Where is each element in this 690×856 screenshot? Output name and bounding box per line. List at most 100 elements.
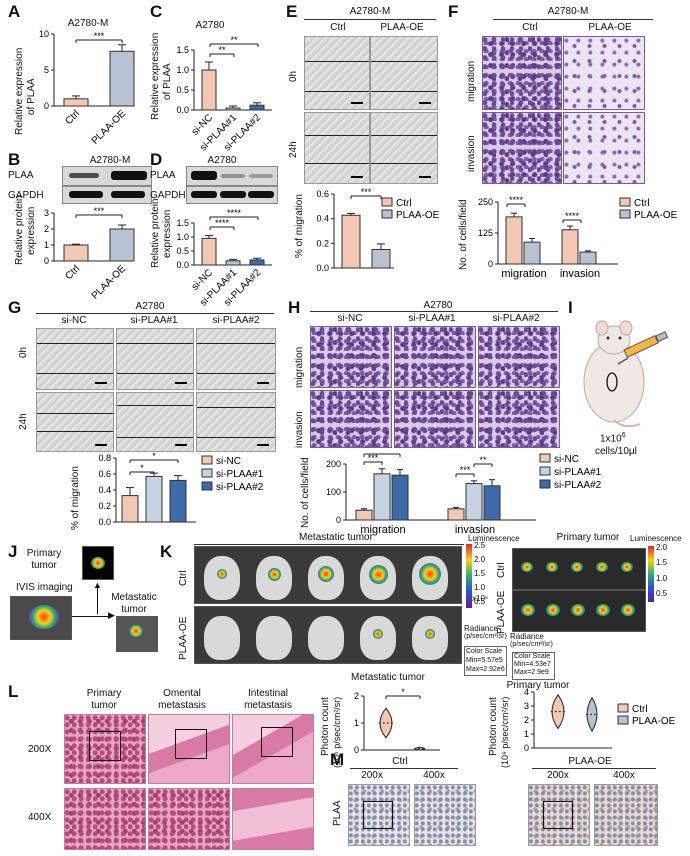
he-intestinal-200x [232,714,314,784]
primary-tumor-signal [546,604,560,616]
chart-e-legend-label: PLAA-OE [396,210,440,221]
chart-g-tick-label: 0.4 [98,485,111,495]
violin-pri-tick-label: 1 [524,729,529,739]
panel-letter-a: A [8,2,21,21]
chart-violin-met: 012* [354,687,440,755]
chart-f-bar [561,229,579,265]
lchart-met-ylabel1: Photon count [320,697,331,756]
panel-k-exp: x10⁶ [472,594,489,603]
chart-d-sig2-label: **** [227,208,242,218]
chart-f-sig2-label: **** [565,211,580,221]
panel-g-col2: si-PLAA#1 [130,315,178,326]
panel-h-col3: si-PLAA#2 [492,313,540,324]
panel-k-pri-row1: Ctrl [496,562,507,578]
blot-b-row2: GAPDH [8,190,44,201]
chart-e-legend-swatch [381,197,393,207]
chart-g-tick-label: 0.2 [98,501,111,511]
panel-e-row2: 24h [288,141,299,158]
violin-pri-legend-label: Ctrl [632,704,648,715]
chart-c-bar [201,69,217,111]
transwell-f-oe-invasion [563,112,645,184]
chart-h-tick-label: 100 [326,487,341,497]
panel-g-col3: si-PLAA#2 [212,315,260,326]
panel-l-col3a: Intestinal [247,688,289,699]
transwell-f-ctrl-invasion [482,112,562,184]
chart-d-bar [201,237,217,266]
wound-image-e-ctrl-0h [304,36,370,110]
chart-d-tick-label: 0.0 [176,260,189,270]
chart-h-tick-label: 0 [336,515,341,525]
wound-image-g-si2-24h [196,392,276,452]
blot-d-row2: GAPDH [150,190,186,201]
chart-f-bar [505,216,523,265]
panel-k-luminescence-label: Luminescence [468,534,520,543]
chart-c-bar [249,104,265,111]
colorbar-pri-tick: 2.0 [656,543,668,552]
lchart-pri-ylabel1: Photon count [488,697,499,756]
chart-h-bar [447,508,465,521]
panel-l-col2a: Omental [163,688,201,699]
panel-f-row2: invasion [466,135,477,172]
wound-image-e-oe-0h [370,36,438,110]
chart-e-sig-label: *** [361,188,372,197]
panel-m-mag2: 400x [423,770,445,781]
chart-h-bar [465,483,483,521]
ivis-metastatic-tumor-image [116,616,158,652]
primary-tumor-signal [521,562,533,572]
chart-c-tick-label: 0.0 [176,105,189,115]
lchart-pri-ylabel2: (10⁹ p/sec/cm²/sr) [500,696,510,768]
chart-h-legend-label: si-PLAA#1 [554,467,602,478]
chart-h-sig1-label: *** [368,453,379,463]
chart-e-bar [371,249,391,269]
ivis-mouse-image [10,596,72,640]
panel-m-group1: Ctrl [392,756,408,767]
chart-f-legend-label: Ctrl [634,198,650,209]
colorbar-pri-tick: 1.0 [656,573,668,583]
primary-tumor-signal [621,562,633,572]
chart-g-bar [145,475,163,523]
panel-letter-f: F [448,2,459,21]
chart-h-bar [355,509,373,521]
colorbar-met-tick: 1.5 [474,569,486,578]
panel-c-ylabel1: Relative expression [150,32,161,120]
colorbar-met-tick: 2.0 [474,555,486,564]
transwell-h-nc-migration [310,326,392,388]
chart-h-legend-swatch [539,466,551,476]
ivis-primary-tumor-image [82,546,114,580]
chart-h-bar [483,485,501,521]
chart-h-group-label: migration [360,524,405,536]
violin-pri-tick-label: 0 [524,743,529,753]
panel-j-metastatic2: tumor [121,604,147,615]
wound-image-g-si2-0h [196,328,276,390]
chart-f-legend-swatch [619,197,631,207]
chart-h-group-label: invasion [455,524,495,536]
panel-letter-d: D [150,150,163,169]
primary-tumor-signal [571,562,583,572]
chart-f-tick-label: 125 [478,228,493,238]
chart-b-category-label: PLAA-OE [90,263,129,302]
primary-tumor-signal [596,604,610,616]
panel-k-radiance2: (p/sec/cm²/sr) [464,633,507,640]
panel-m-mag4: 400x [613,770,635,781]
colorbar-met-tick: 2.5 [474,541,486,550]
colorbar-met [466,544,472,608]
chart-h-sig4-label: ** [479,455,487,465]
chart-g-sig2-label: * [152,452,156,461]
panel-e-col2: PLAA-OE [380,22,424,33]
chart-b-tick-label: 1 [44,240,49,250]
panel-k-row1: Ctrl [178,570,189,586]
primary-tumor-signal [596,562,608,572]
chart-d-tick-label: 0.5 [176,246,189,256]
panel-letter-i: I [568,298,573,317]
panel-l-col3b: metastasis [244,700,292,711]
chart-a-bar [109,50,135,107]
transwell-f-oe-migration [563,36,645,110]
panel-j-metastatic1: Metastatic [111,592,157,603]
panel-g-row1: 0h [18,346,29,358]
panel-h-row2: invasion [294,411,305,448]
panel-m-mag1: 200x [361,770,383,781]
transwell-h-si2-invasion [478,390,560,448]
